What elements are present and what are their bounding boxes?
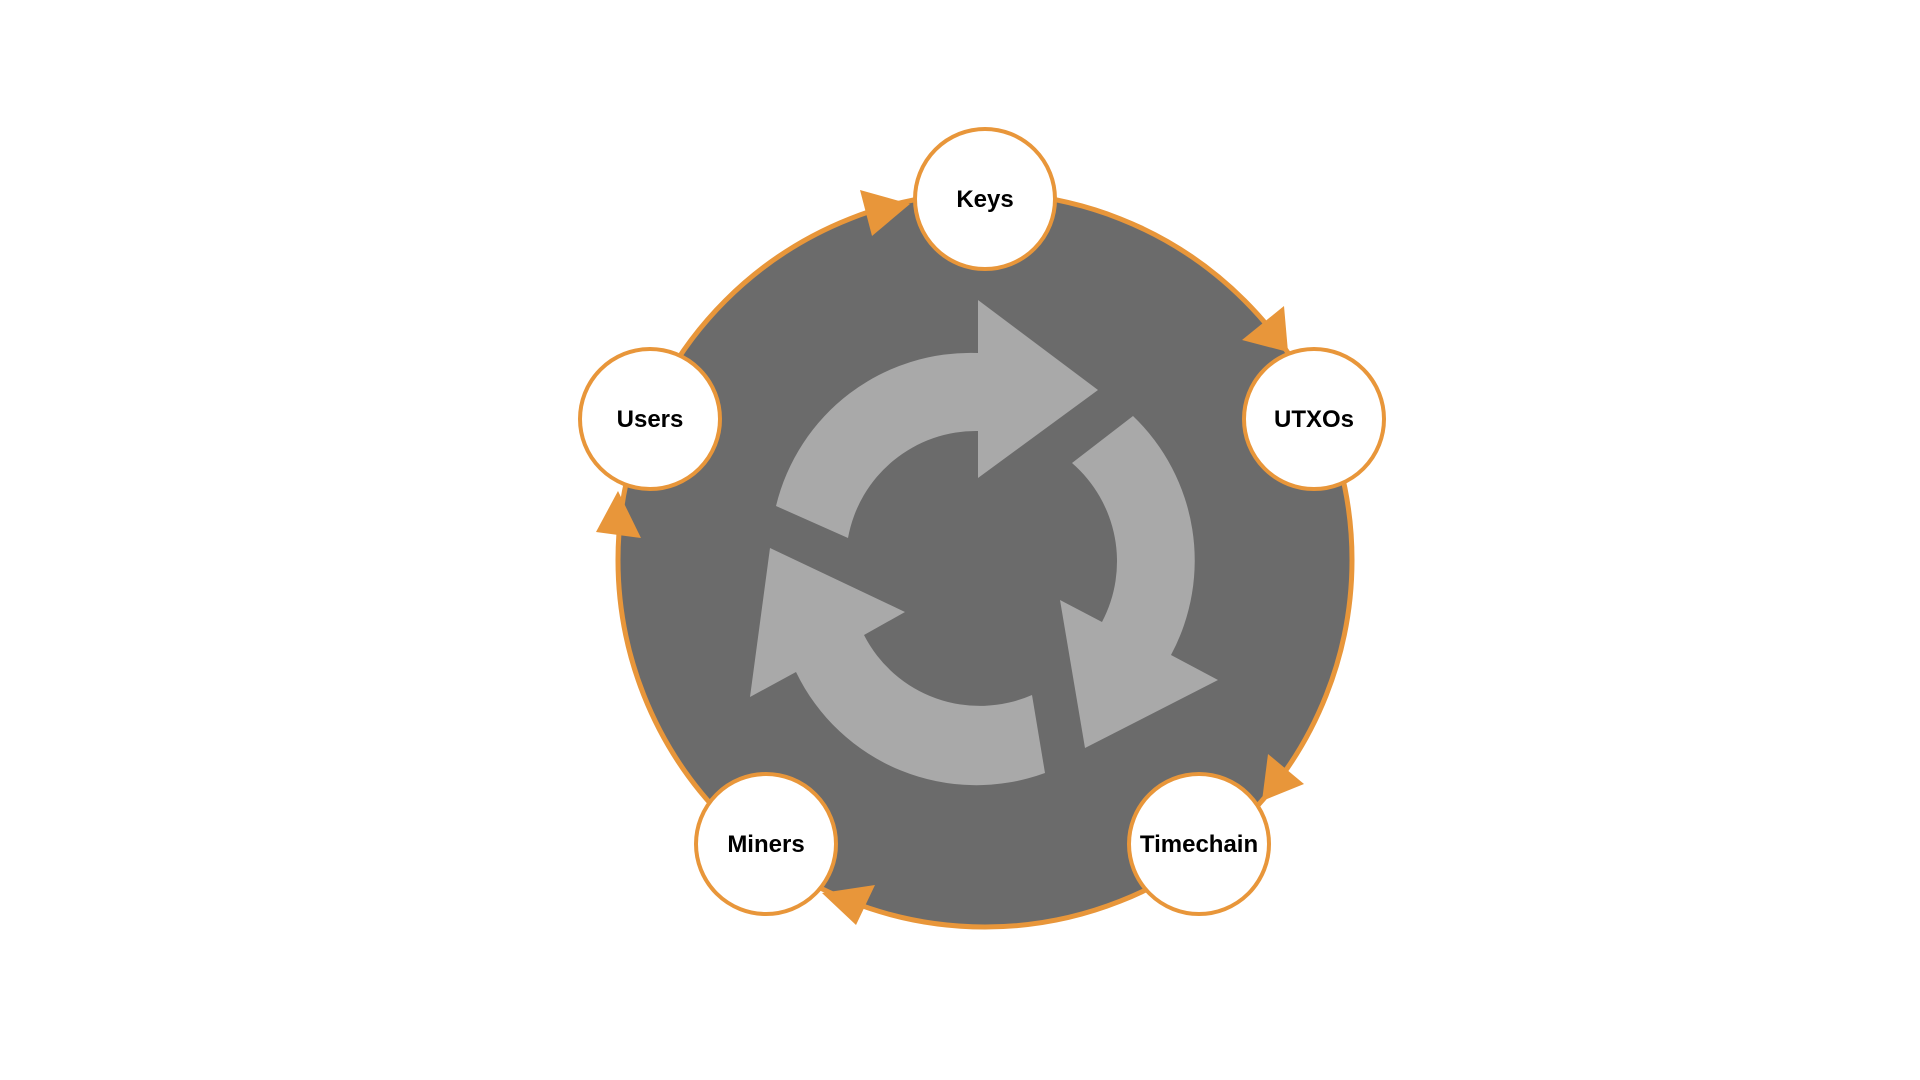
node-timechain-circle (1127, 772, 1271, 916)
cycle-arrow-top-icon (776, 300, 1098, 538)
node-miners[interactable]: Miners (694, 772, 838, 916)
node-miners-label: Miners (727, 831, 804, 858)
node-users-circle (578, 347, 722, 491)
arrowhead-utxos-to-timechain-icon (1262, 754, 1304, 801)
node-utxos-circle (1242, 347, 1386, 491)
node-keys-label: Keys (956, 186, 1013, 213)
node-keys[interactable]: Keys (913, 127, 1057, 271)
refresh-cycle-icon (750, 300, 1218, 786)
arrowhead-keys-to-utxos-icon (1242, 306, 1288, 352)
arrowhead-timechain-to-miners-icon (822, 885, 875, 925)
node-users[interactable]: Users (578, 347, 722, 491)
node-timechain[interactable]: Timechain (1127, 772, 1271, 916)
node-users-label: Users (617, 406, 684, 433)
node-utxos-label: UTXOs (1274, 406, 1354, 433)
cycle-arrow-left-icon (750, 548, 1045, 786)
arrowhead-miners-to-users-icon (596, 491, 641, 538)
node-keys-circle (913, 127, 1057, 271)
flow-arrowheads (596, 190, 1304, 925)
node-utxos[interactable]: UTXOs (1242, 347, 1386, 491)
node-timechain-label: Timechain (1140, 831, 1258, 858)
cycle-arrow-right-icon (1060, 416, 1218, 748)
node-miners-circle (694, 772, 838, 916)
arrowhead-users-to-keys-icon (860, 190, 910, 236)
